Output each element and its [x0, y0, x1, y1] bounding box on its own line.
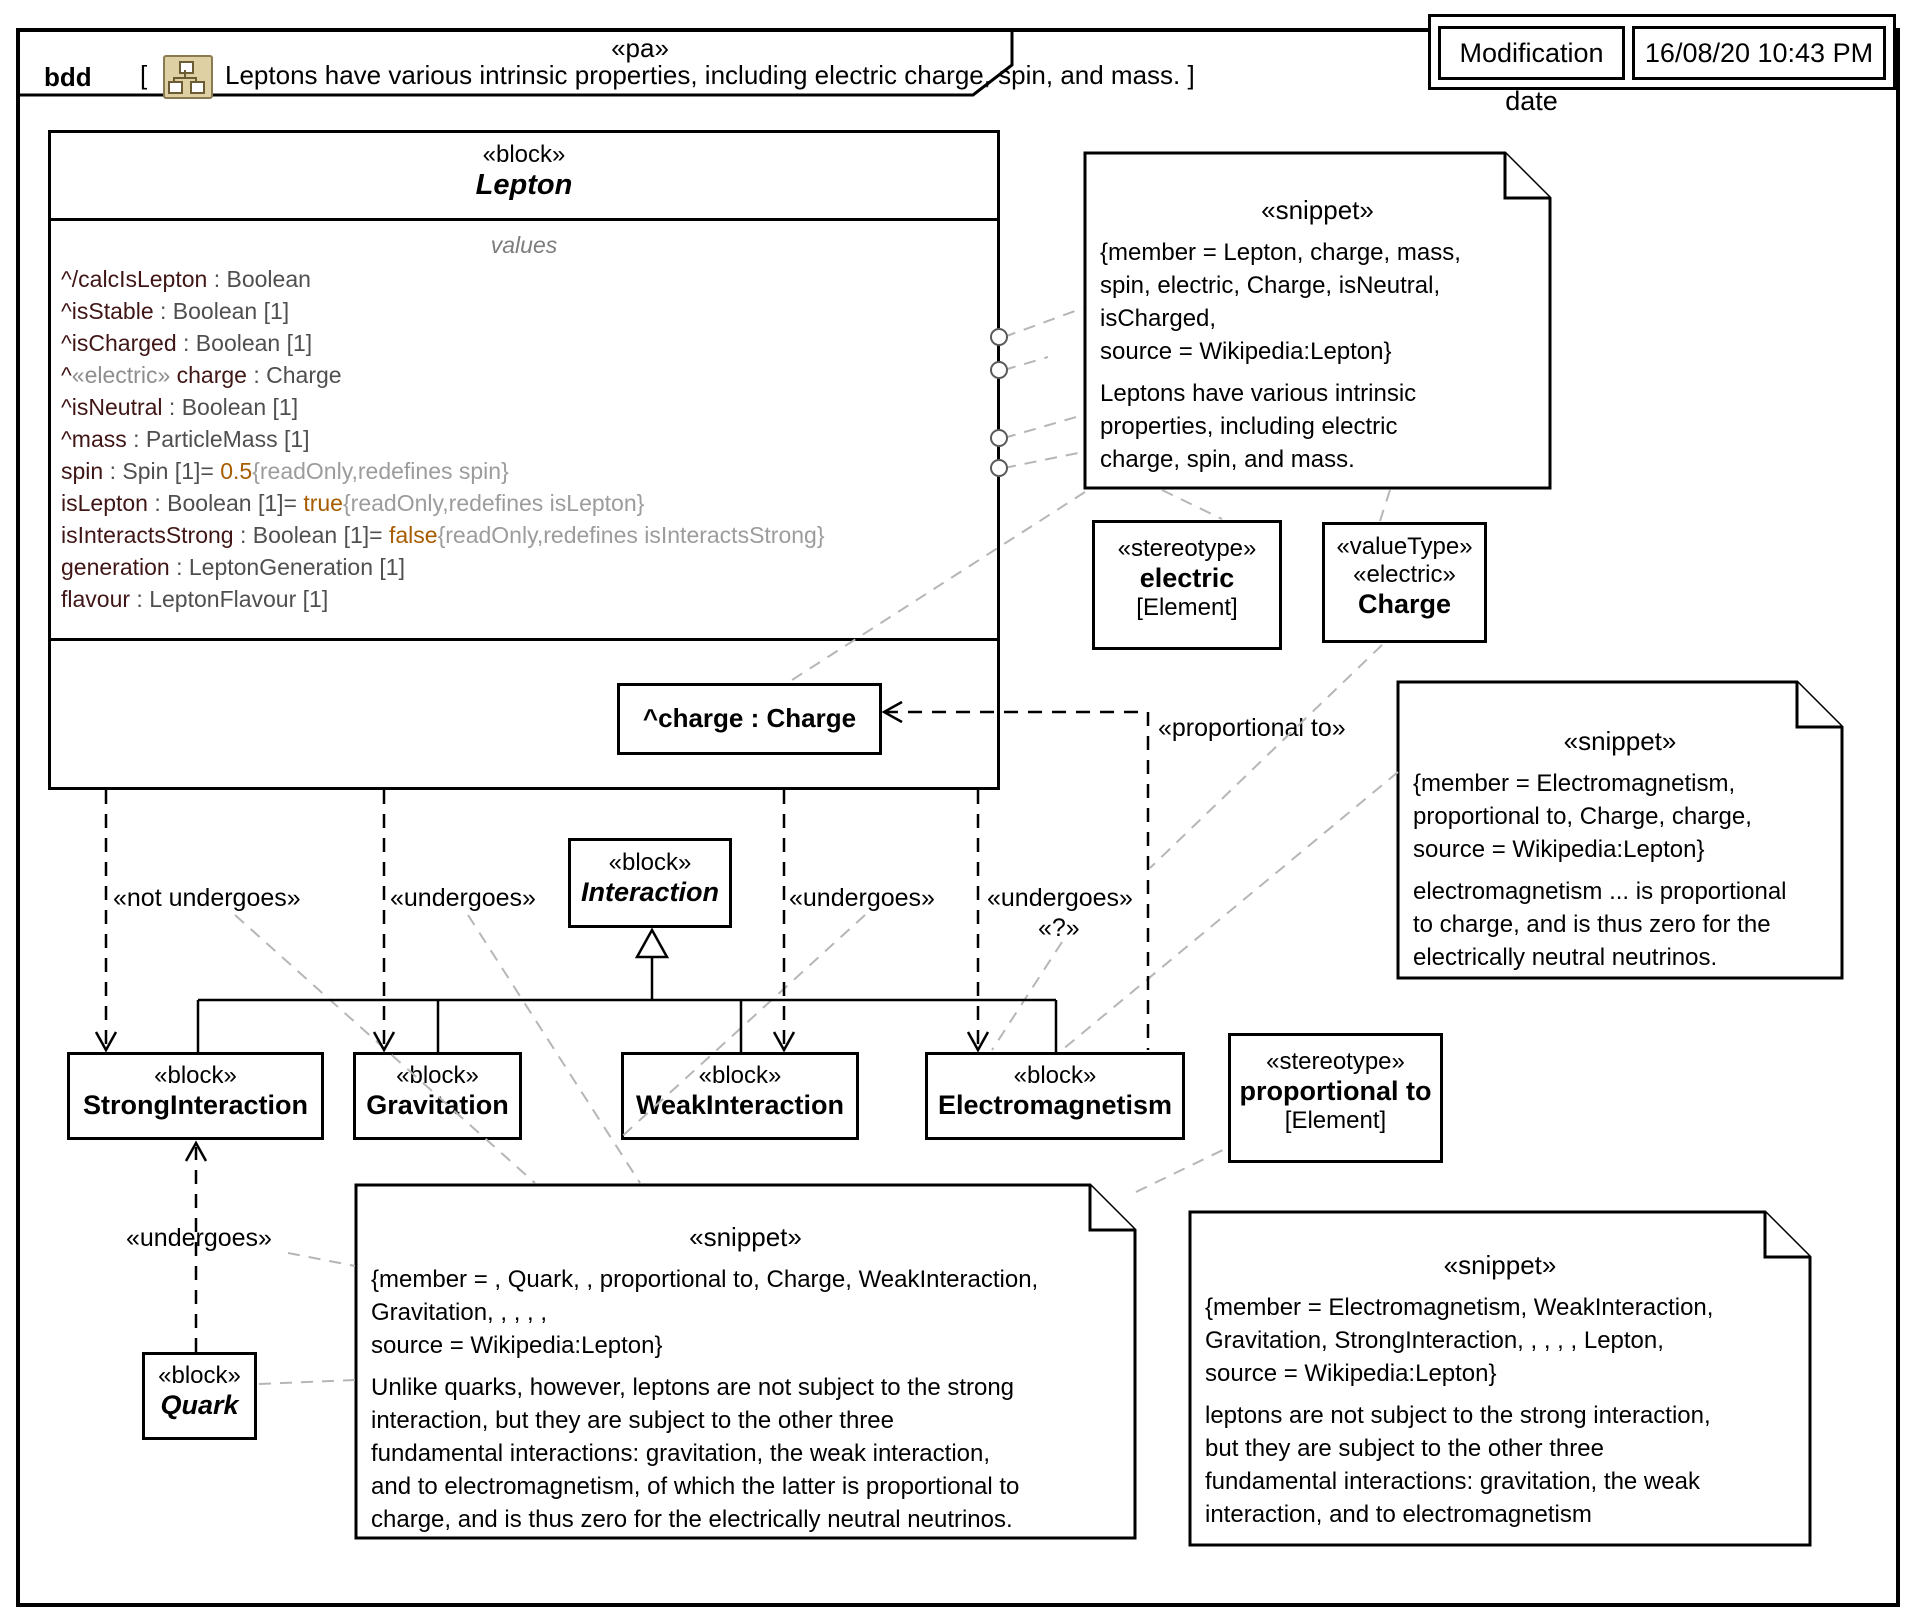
- label-undergoes-quark[interactable]: «undergoes»: [126, 1224, 272, 1252]
- interaction-stereotype: «block»: [608, 849, 692, 876]
- label-undergoes-unknown[interactable]: «?»: [1038, 914, 1080, 942]
- note-meta: {member = , Quark, , proportional to, Ch…: [371, 1266, 1039, 1359]
- diagram-stereotype: «pa»: [611, 33, 669, 63]
- electric-kind: «stereotype»: [1117, 535, 1257, 562]
- title-bracket-open: [: [140, 60, 148, 90]
- note-heading: «snippet»: [1563, 726, 1677, 756]
- note-body: Unlike quarks, however, leptons are not …: [371, 1374, 1020, 1533]
- block-gravitation[interactable]: «block» Gravitation: [353, 1052, 522, 1140]
- label-proportional-to[interactable]: «proportional to»: [1158, 714, 1346, 742]
- quark-name: Quark: [160, 1390, 239, 1420]
- note-snippet-proportional[interactable]: «snippet» {member = Electromagnetism,pro…: [1400, 726, 1840, 974]
- electric-name: electric: [1139, 563, 1235, 593]
- valuetype-charge[interactable]: «valueType» «electric» Charge: [1322, 522, 1487, 643]
- attribute-row[interactable]: ^isNeutral : Boolean [1]: [61, 394, 299, 420]
- attribute-row[interactable]: ^/calcIsLepton : Boolean: [61, 266, 311, 292]
- lepton-attributes: ^/calcIsLepton : Boolean ^isStable : Bool…: [51, 259, 997, 615]
- attribute-row[interactable]: ^isCharged : Boolean [1]: [61, 330, 313, 356]
- note-meta: {member = Electromagnetism, WeakInteract…: [1205, 1294, 1714, 1387]
- stronginteraction-stereotype: «block»: [154, 1062, 237, 1089]
- lepton-stereotype: «block»: [482, 141, 566, 168]
- block-weakinteraction[interactable]: «block» WeakInteraction: [621, 1052, 859, 1140]
- note-body: leptons are not subject to the strong in…: [1205, 1402, 1711, 1528]
- attribute-row[interactable]: flavour : LeptonFlavour [1]: [61, 586, 329, 612]
- note-snippet-lepton[interactable]: «snippet» {member = Lepton, charge, mass…: [1087, 195, 1548, 476]
- charge-kind2: «electric»: [1353, 561, 1456, 588]
- note-meta: {member = Lepton, charge, mass,spin, ele…: [1100, 239, 1461, 365]
- block-electromagnetism[interactable]: «block» Electromagnetism: [925, 1052, 1185, 1140]
- diagram-title: Leptons have various intrinsic propertie…: [225, 60, 1195, 90]
- values-compartment-label: values: [490, 232, 558, 258]
- note-snippet-quark[interactable]: «snippet» {member = , Quark, , proportio…: [358, 1222, 1133, 1536]
- quark-stereotype: «block»: [158, 1362, 241, 1389]
- note-heading: «snippet»: [1443, 1250, 1557, 1280]
- gravitation-stereotype: «block»: [396, 1062, 479, 1089]
- proportional-name: proportional to: [1239, 1076, 1432, 1106]
- label-undergoes-weak[interactable]: «undergoes»: [789, 884, 935, 912]
- lepton-values-compartment: values ^/calcIsLepton : Boolean ^isStable…: [51, 218, 997, 641]
- proportional-meta: [Element]: [1284, 1107, 1387, 1134]
- attribute-row[interactable]: spin : Spin [1]= 0.5{readOnly,redefines …: [61, 458, 509, 484]
- proportional-kind: «stereotype»: [1266, 1048, 1405, 1075]
- electromagnetism-name: Electromagnetism: [937, 1090, 1173, 1120]
- note-heading: «snippet»: [1261, 195, 1374, 225]
- part-charge[interactable]: ^charge : Charge: [617, 683, 882, 755]
- label-undergoes-gravitation[interactable]: «undergoes»: [390, 884, 536, 912]
- gravitation-name: Gravitation: [366, 1090, 509, 1120]
- diagram-kind: bdd: [44, 62, 92, 92]
- attribute-row[interactable]: isInteractsStrong : Boolean [1]= false{r…: [61, 522, 825, 548]
- note-meta: {member = Electromagnetism,proportional …: [1413, 770, 1752, 863]
- note-heading: «snippet»: [689, 1222, 802, 1252]
- weakinteraction-name: WeakInteraction: [635, 1090, 845, 1120]
- charge-kind: «valueType»: [1336, 533, 1473, 560]
- label-not-undergoes[interactable]: «not undergoes»: [113, 884, 301, 912]
- attribute-row[interactable]: ^«electric» charge : Charge: [61, 362, 342, 388]
- electric-meta: [Element]: [1136, 594, 1238, 621]
- stereotype-proportional-to[interactable]: «stereotype» proportional to [Element]: [1228, 1033, 1443, 1163]
- interaction-name: Interaction: [580, 877, 720, 907]
- block-quark[interactable]: «block» Quark: [142, 1352, 257, 1440]
- block-interaction[interactable]: «block» Interaction: [568, 838, 732, 928]
- modification-date-label: Modification date: [1438, 26, 1625, 116]
- block-stronginteraction[interactable]: «block» StrongInteraction: [67, 1052, 324, 1140]
- attribute-row[interactable]: generation : LeptonGeneration [1]: [61, 554, 405, 580]
- modification-date-value: 16/08/20 10:43 PM: [1632, 26, 1886, 80]
- stronginteraction-name: StrongInteraction: [82, 1090, 308, 1120]
- weakinteraction-stereotype: «block»: [698, 1062, 782, 1089]
- attribute-row[interactable]: ^mass : ParticleMass [1]: [61, 426, 310, 452]
- diagram-icon: [163, 55, 213, 99]
- note-snippet-interactions[interactable]: «snippet» {member = Electromagnetism, We…: [1192, 1250, 1808, 1531]
- stereotype-electric[interactable]: «stereotype» electric [Element]: [1092, 520, 1282, 650]
- label-undergoes-em[interactable]: «undergoes»: [987, 884, 1133, 912]
- electromagnetism-stereotype: «block»: [1013, 1062, 1097, 1089]
- attribute-row[interactable]: isLepton : Boolean [1]= true{readOnly,re…: [61, 490, 645, 516]
- attribute-row[interactable]: ^isStable : Boolean [1]: [61, 298, 290, 324]
- lepton-name: Lepton: [475, 169, 573, 201]
- charge-name: Charge: [1357, 589, 1452, 619]
- block-lepton[interactable]: «block» Lepton values ^/calcIsLepton : B…: [48, 130, 1000, 790]
